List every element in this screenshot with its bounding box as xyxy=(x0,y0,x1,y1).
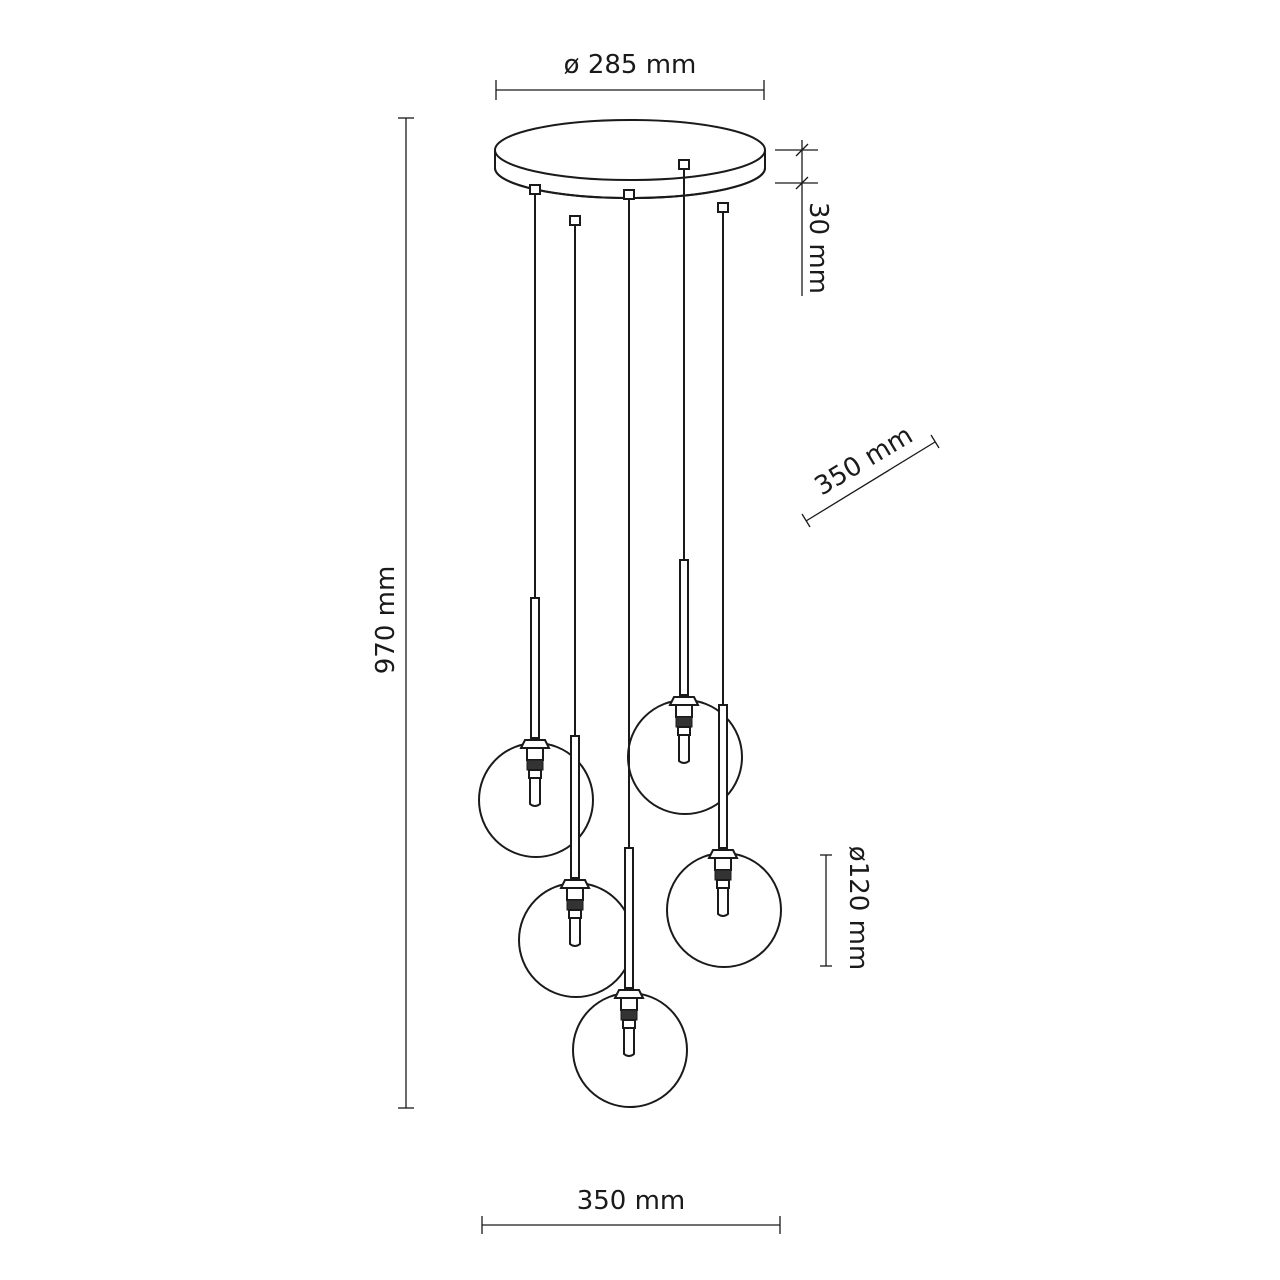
cord-grip xyxy=(529,184,541,195)
canopy-height-dimension: 30 mm xyxy=(775,140,833,296)
socket-cap xyxy=(668,696,700,706)
spread-width-dimension: 350 mm xyxy=(481,1186,781,1234)
canopy-diameter-label: ø 285 mm xyxy=(564,50,697,80)
socket-thread xyxy=(526,759,544,771)
total-height-dimension: 970 mm xyxy=(371,117,414,1109)
rod xyxy=(530,597,540,739)
spread-depth-label: 350 mm xyxy=(810,420,918,502)
cord-grip xyxy=(717,202,729,213)
socket xyxy=(526,747,544,761)
socket-thread xyxy=(620,1009,638,1021)
canopy-diameter-dimension: ø 285 mm xyxy=(495,50,765,100)
socket-thread xyxy=(675,716,693,728)
globe-diameter-label: ø120 mm xyxy=(843,846,873,970)
socket-cap xyxy=(559,879,591,889)
rod xyxy=(679,559,689,696)
socket-collar xyxy=(677,726,691,736)
rod xyxy=(570,735,580,879)
rod xyxy=(624,847,634,989)
socket xyxy=(566,887,584,901)
socket-thread xyxy=(714,869,732,881)
spread-width-label: 350 mm xyxy=(577,1186,686,1216)
socket-cap xyxy=(613,989,645,999)
spread-depth-dimension: 350 mm xyxy=(801,420,940,528)
socket xyxy=(620,997,638,1011)
socket-thread xyxy=(566,899,584,911)
cord-grip xyxy=(678,159,690,170)
socket-cap xyxy=(519,739,551,749)
canopy-height-label: 30 mm xyxy=(803,202,833,294)
pendants xyxy=(478,159,782,1108)
cord-grip xyxy=(569,215,581,226)
socket xyxy=(714,857,732,871)
globe-diameter-dimension: ø120 mm xyxy=(820,846,873,970)
cord-grip xyxy=(623,189,635,200)
socket-collar xyxy=(622,1019,636,1029)
bulb xyxy=(623,1028,635,1057)
pendant-4 xyxy=(627,159,743,815)
socket-collar xyxy=(568,909,582,919)
pendant-1 xyxy=(478,184,594,858)
bulb xyxy=(529,778,541,807)
total-height-label: 970 mm xyxy=(371,566,401,675)
socket-collar xyxy=(716,879,730,889)
socket xyxy=(675,704,693,718)
socket-collar xyxy=(528,769,542,779)
bulb xyxy=(569,918,581,947)
bulb xyxy=(717,888,729,917)
socket-cap xyxy=(707,849,739,859)
pendant-5 xyxy=(666,202,782,968)
pendant-3 xyxy=(572,189,688,1108)
rod xyxy=(718,704,728,849)
bulb xyxy=(678,735,690,764)
pendant-2 xyxy=(518,215,634,998)
